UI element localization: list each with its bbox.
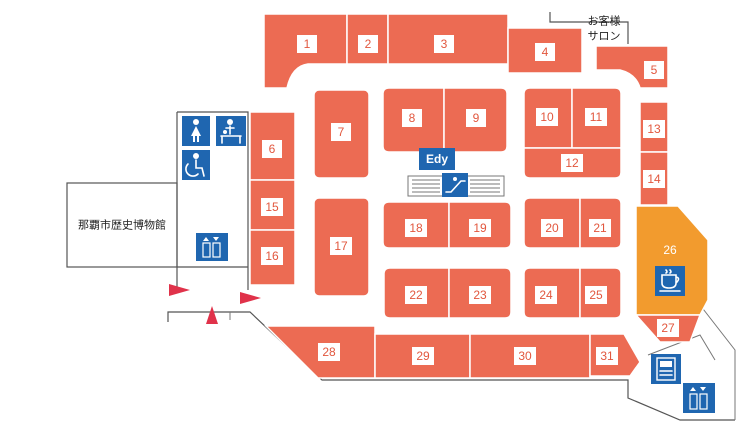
salon-outline <box>549 12 629 44</box>
shop-10-number: 10 <box>540 110 554 124</box>
shop-23-number: 23 <box>473 288 487 302</box>
south-wall <box>167 311 735 421</box>
shop-11-number: 11 <box>590 110 603 124</box>
elevator-icon[interactable] <box>683 383 715 413</box>
shop-27-number: 27 <box>661 321 675 335</box>
atm-icon[interactable] <box>651 354 681 384</box>
entrance-flag-west <box>169 284 190 296</box>
multipurpose-restroom-icon[interactable] <box>182 150 210 180</box>
escalator-icon[interactable] <box>442 173 468 197</box>
shop-26[interactable] <box>635 205 709 316</box>
shop-8-number: 8 <box>409 111 416 125</box>
shop-17-number: 17 <box>334 239 348 253</box>
edy-label: Edy <box>426 152 448 166</box>
museum-label: 那覇市歴史博物館 <box>78 218 166 232</box>
shop-12-number: 12 <box>565 156 579 170</box>
elevator-icon[interactable] <box>196 233 228 261</box>
shop-15-number: 15 <box>265 200 279 214</box>
shop-9-number: 9 <box>473 111 480 125</box>
entrance-markers <box>169 284 261 324</box>
shop-20-number: 20 <box>545 221 559 235</box>
customer-salon-label-line1: お客様 <box>588 14 621 28</box>
shop-13-number: 13 <box>647 122 661 136</box>
building-walls <box>66 12 736 421</box>
cafe-icon[interactable] <box>655 266 685 296</box>
restroom-women-icon[interactable] <box>182 116 210 146</box>
shop-22-number: 22 <box>409 288 423 302</box>
shop-19-number: 19 <box>473 221 487 235</box>
shop-2-number: 2 <box>365 37 372 51</box>
shop-21-number: 21 <box>593 221 607 235</box>
shop-numbers: 1 2 3 4 5 6 7 8 9 10 11 12 13 14 15 16 1… <box>261 35 679 365</box>
shop-5-number: 5 <box>651 63 658 77</box>
shop-16-number: 16 <box>265 249 279 263</box>
left-core-wall <box>177 111 249 290</box>
shop-14-number: 14 <box>647 172 661 186</box>
shop-4-number: 4 <box>542 45 549 59</box>
edy-payment-sign[interactable]: Edy <box>419 148 455 170</box>
customer-salon-label-line2: サロン <box>588 30 621 43</box>
shop-25-number: 25 <box>589 288 603 302</box>
entrance-flag-south <box>206 306 218 324</box>
shop-7-number: 7 <box>338 125 345 139</box>
entrance-flag-east <box>240 292 261 304</box>
shop-1-number: 1 <box>304 37 311 51</box>
shop-28-number: 28 <box>322 345 336 359</box>
baby-changing-icon[interactable] <box>216 116 246 146</box>
shop-6-number: 6 <box>269 142 276 156</box>
shop-18-number: 18 <box>409 221 423 235</box>
shop-29-number: 29 <box>416 349 430 363</box>
shop-26-number: 26 <box>663 243 677 257</box>
shop-31-number: 31 <box>600 349 614 363</box>
east-wall <box>699 304 736 420</box>
shop-24-number: 24 <box>539 288 553 302</box>
shop-3-number: 3 <box>441 37 448 51</box>
shop-30-number: 30 <box>518 349 532 363</box>
